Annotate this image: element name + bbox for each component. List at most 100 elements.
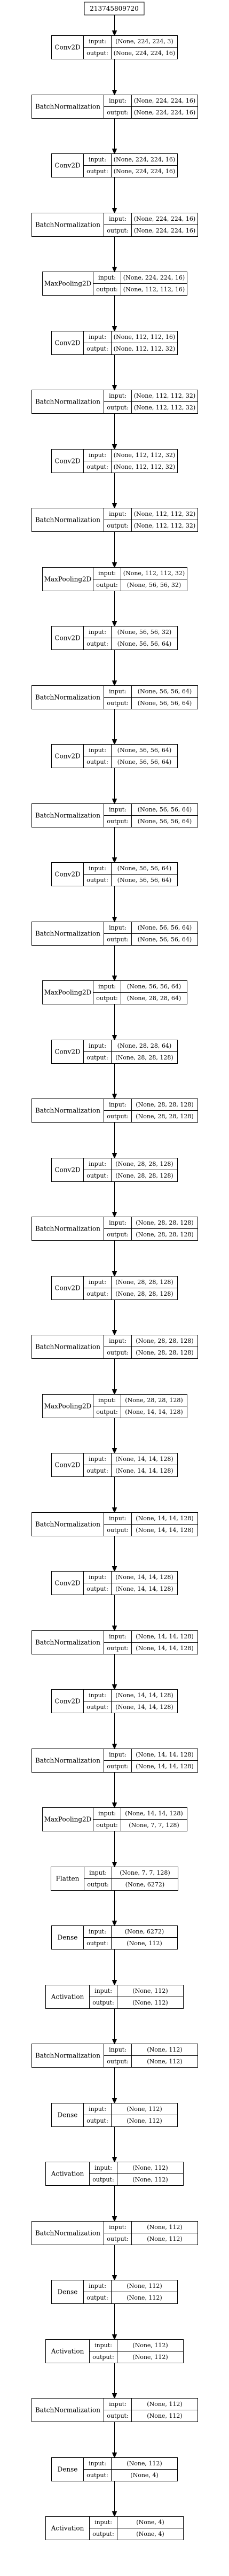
output-shape-value: (None, 56, 56, 64): [117, 640, 171, 647]
layer-type-label: Conv2D: [54, 1698, 80, 1705]
edge-arrow: [112, 2185, 117, 2222]
edge-arrow: [112, 827, 117, 863]
input-port-label: input:: [109, 2046, 127, 2053]
input-port-label: input:: [109, 1633, 127, 1640]
input-shape-value: (None, 6272): [125, 1928, 164, 1935]
output-port-label: output:: [96, 995, 117, 1002]
output-shape-value: (None, 28, 28, 128): [115, 1054, 173, 1061]
edge-arrow: [112, 413, 117, 450]
edge-arrow: [112, 768, 117, 804]
layer-type-label: Conv2D: [54, 44, 80, 51]
output-shape-value: (None, 56, 56, 64): [117, 877, 171, 884]
arrow-head-icon: [112, 1507, 117, 1513]
output-shape-value: (None, 112, 112, 32): [114, 345, 175, 352]
arrow-head-icon: [112, 30, 117, 36]
layer-type-label: Conv2D: [54, 458, 80, 465]
output-shape-value: (None, 224, 224, 16): [134, 227, 195, 234]
arrow-head-icon: [112, 1448, 117, 1454]
input-port-label: input:: [89, 1574, 106, 1581]
edge-arrow: [112, 59, 117, 96]
edge-arrow: [112, 15, 117, 36]
input-shape-value: (None, 14, 14, 128): [115, 1456, 173, 1463]
arrow-head-icon: [112, 739, 117, 745]
input-port-label: input:: [98, 274, 116, 281]
layer-type-label: Dense: [58, 2466, 78, 2473]
output-shape-value: (None, 112): [147, 2058, 182, 2065]
layer-type-label: BatchNormalization: [35, 1757, 100, 1765]
arrow-head-icon: [112, 799, 117, 804]
arrow-head-icon: [112, 1980, 117, 1986]
edge-layer: [112, 15, 117, 2517]
edge-arrow: [112, 591, 117, 627]
output-port-label: output:: [107, 936, 128, 943]
edge-arrow: [112, 177, 117, 214]
output-port-label: output:: [86, 2294, 108, 2301]
input-shape-value: (None, 112): [147, 2401, 182, 2408]
output-shape-value: (None, 28, 28, 128): [115, 1172, 173, 1179]
output-port-label: output:: [107, 404, 128, 411]
output-shape-value: (None, 14, 14, 128): [136, 1527, 193, 1534]
arrow-head-icon: [112, 326, 117, 332]
layer-type-label: BatchNormalization: [35, 221, 100, 229]
arrow-head-icon: [112, 2039, 117, 2045]
input-port-label: input:: [94, 2164, 112, 2171]
layer-type-label: Activation: [51, 1993, 84, 2001]
output-shape-value: (None, 112, 112, 16): [123, 286, 185, 293]
arrow-head-icon: [112, 1330, 117, 1336]
edge-arrow: [112, 1063, 117, 1100]
layer-type-label: BatchNormalization: [35, 694, 100, 701]
edge-arrow: [112, 354, 117, 391]
input-shape-value: (None, 14, 14, 128): [115, 1574, 173, 1581]
input-shape-value: (None, 224, 224, 16): [114, 156, 175, 163]
arrow-head-icon: [112, 267, 117, 273]
output-port-label: output:: [86, 1585, 108, 1592]
layer-type-label: Activation: [51, 2525, 84, 2532]
input-port-label: input:: [89, 334, 106, 341]
edge-arrow: [112, 2303, 117, 2340]
input-port-label: input:: [109, 2401, 127, 2408]
output-port-label: output:: [92, 2531, 114, 2538]
arrow-head-icon: [112, 1094, 117, 1100]
input-port-label: input:: [89, 747, 106, 754]
output-port-label: output:: [86, 1290, 108, 1297]
layer-type-label: Conv2D: [54, 635, 80, 642]
edge-arrow: [112, 2363, 117, 2399]
layer-type-label: Conv2D: [54, 753, 80, 760]
layer-type-label: BatchNormalization: [35, 1225, 100, 1233]
input-port-label: input:: [89, 2460, 106, 2467]
input-shape-value: (None, 112): [127, 2283, 162, 2289]
output-port-label: output:: [92, 1999, 114, 2006]
layer-type-label: Dense: [58, 2288, 78, 2296]
arrow-head-icon: [112, 149, 117, 154]
input-shape-value: (None, 28, 28, 128): [115, 1161, 173, 1167]
layer-type-label: BatchNormalization: [35, 812, 100, 819]
layer-type-label: Flatten: [56, 1875, 80, 1883]
input-shape-value: (None, 112, 112, 32): [134, 392, 195, 399]
output-shape-value: (None, 112): [147, 2412, 182, 2419]
output-shape-value: (None, 224, 224, 16): [134, 109, 195, 116]
root-node-label: 213745809720: [90, 5, 139, 12]
input-port-label: input:: [109, 392, 127, 399]
output-port-label: output:: [86, 168, 108, 175]
layer-type-label: BatchNormalization: [35, 930, 100, 938]
input-port-label: input:: [109, 2224, 127, 2231]
input-shape-value: (None, 56, 56, 64): [138, 688, 192, 695]
output-shape-value: (None, 28, 28, 128): [136, 1349, 193, 1356]
input-port-label: input:: [89, 865, 106, 872]
edge-arrow: [112, 1181, 117, 1218]
arrow-head-icon: [112, 2393, 117, 2399]
